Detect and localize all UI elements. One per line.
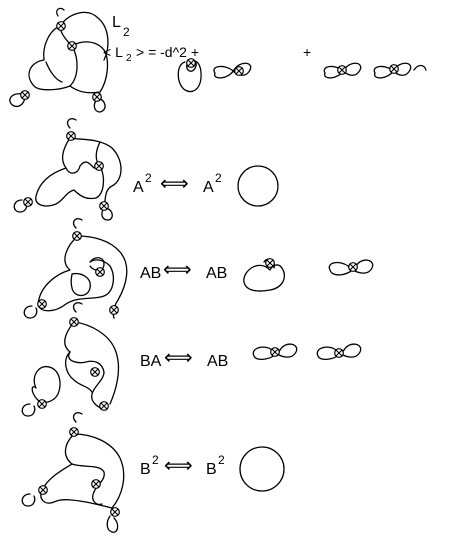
row-b2-left-base: B bbox=[140, 461, 151, 478]
diagram-a2 bbox=[13, 118, 122, 221]
row-a2-left-exp: 2 bbox=[145, 171, 152, 185]
state-figure-eight-ab bbox=[328, 259, 374, 276]
state-circle-a2 bbox=[237, 165, 279, 207]
row-ab-left: AB bbox=[140, 265, 162, 282]
row-ba-arrow: ⟺ bbox=[164, 347, 193, 369]
bracket-subscript: 2 bbox=[126, 53, 132, 64]
knot-label: L bbox=[112, 14, 121, 31]
diagram-b2 bbox=[21, 412, 125, 533]
row-a2-right-exp: 2 bbox=[215, 171, 222, 185]
bracket-rhs: > = -d^2 + bbox=[136, 44, 199, 60]
row-ab-arrow: ⟺ bbox=[163, 259, 192, 281]
state-figure-eight-ba-1 bbox=[252, 343, 298, 361]
plus-sign: + bbox=[303, 44, 312, 60]
knot-l2 bbox=[9, 7, 109, 113]
bracket-open: < L bbox=[103, 44, 123, 60]
row-a2-left-base: A bbox=[133, 179, 144, 196]
state-theta-loop bbox=[177, 58, 202, 93]
state-figure-eight-1 bbox=[213, 62, 252, 79]
row-a2-arrow: ⟺ bbox=[160, 173, 189, 195]
row-ba-left: BA bbox=[140, 353, 162, 370]
row-b2-right-exp: 2 bbox=[218, 453, 225, 467]
row-b2-right-base: B bbox=[206, 461, 217, 478]
knot-label-subscript: 2 bbox=[123, 25, 130, 39]
state-figure-eight-3 bbox=[373, 62, 427, 79]
state-figure-eight-ba-2 bbox=[316, 343, 362, 361]
row-b2-arrow: ⟺ bbox=[164, 455, 193, 477]
diagram-ab bbox=[23, 218, 128, 319]
row-b2-left-exp: 2 bbox=[152, 453, 159, 467]
row-a2-right-base: A bbox=[203, 179, 214, 196]
state-theta-ab bbox=[243, 258, 285, 292]
diagram-ba bbox=[21, 302, 120, 417]
state-figure-eight-2 bbox=[323, 62, 362, 79]
row-ba-right: AB bbox=[207, 353, 229, 370]
state-circle-b2 bbox=[239, 446, 285, 492]
row-ab-right: AB bbox=[206, 265, 228, 282]
